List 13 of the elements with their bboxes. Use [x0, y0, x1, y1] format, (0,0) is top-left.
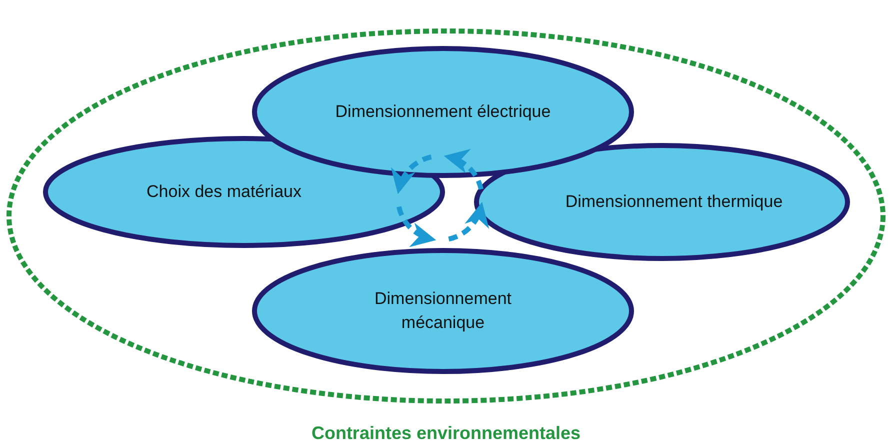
cycle-arrow	[448, 202, 488, 242]
node-label: Dimensionnement thermique	[565, 191, 783, 214]
process-ellipse	[474, 143, 850, 261]
node-label: Dimensionnement électrique	[335, 101, 551, 124]
node-label: Dimensionnement mécanique	[373, 288, 512, 334]
cycle-arrow	[396, 206, 436, 246]
cycle-arrow	[444, 150, 484, 190]
cycle-arrow	[392, 154, 432, 194]
process-ellipse	[43, 136, 445, 248]
constraint-heading: Contraintes environnementales	[310, 423, 582, 444]
process-ellipse	[252, 248, 634, 374]
process-ellipse	[252, 46, 634, 178]
node-label: Choix des matériaux	[146, 181, 302, 204]
